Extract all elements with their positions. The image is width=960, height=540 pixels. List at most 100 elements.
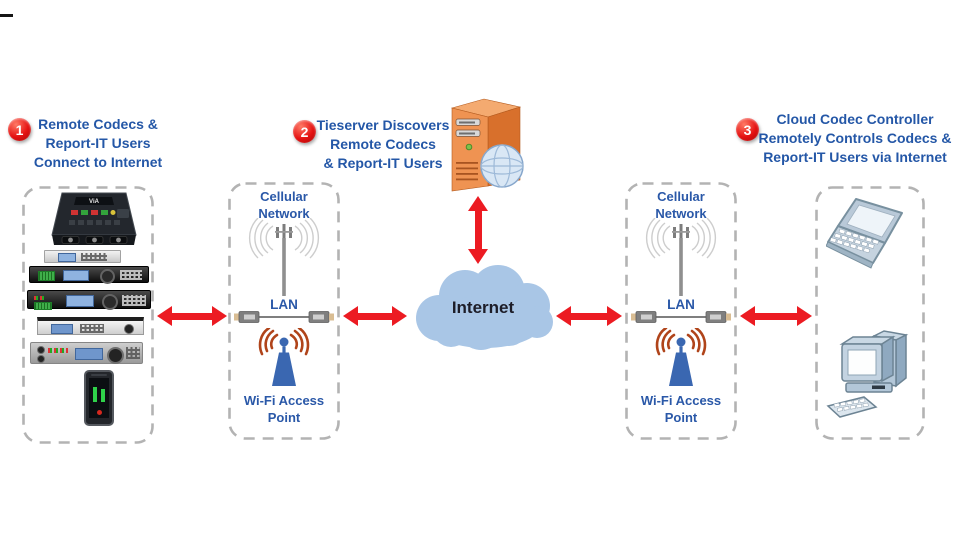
arrow-shaft [358, 312, 392, 320]
device-keypad [120, 270, 142, 280]
remote-codecs-box [22, 186, 154, 444]
arrow-head [468, 196, 488, 211]
step-1-label: Remote Codecs & Report-IT Users Connect … [28, 115, 168, 172]
device-leds [34, 296, 44, 300]
internet-cloud [416, 265, 553, 350]
device-dpad [102, 293, 118, 310]
device-leds [48, 348, 68, 353]
step-2-badge: 2 [293, 120, 316, 143]
step-3-badge: 3 [736, 118, 759, 141]
codec-rack-silver-icon [37, 317, 144, 335]
cellular-title-line: Cellular [657, 189, 705, 204]
record-button-dot [96, 410, 102, 415]
codec-rack-2u-icon [30, 342, 143, 364]
wifi-label-line: Point [664, 410, 698, 425]
dashed-border [815, 186, 925, 440]
wifi-label-right: Wi-Fi Access Point [625, 392, 737, 426]
arrow-devices-to-cellular-left [157, 306, 227, 326]
internet-label: Internet [451, 298, 515, 317]
via-device-label: ViA [89, 199, 100, 205]
dashed-border [228, 182, 340, 440]
step-3-line: Remotely Controls Codecs & [758, 130, 952, 146]
device-lcd [75, 348, 103, 360]
cell-tower-icon [645, 218, 717, 296]
corner-mark [0, 14, 13, 17]
arrow-shaft [172, 312, 212, 320]
arrow-head [343, 306, 358, 326]
cellular-title-line: Network [655, 206, 707, 221]
device-dpad [100, 268, 115, 284]
controllers-box [815, 186, 925, 440]
dashed-border [625, 182, 737, 440]
wifi-access-point-icon [655, 328, 707, 386]
step-2-line: Remote Codecs [330, 136, 436, 152]
device-lcd [63, 270, 89, 281]
arrow-internet-to-cellular-right [556, 306, 622, 326]
device-connector-block [38, 271, 55, 281]
cellular-title-line: Cellular [260, 189, 308, 204]
cellular-title-left: Cellular Network [228, 188, 340, 222]
step-3-line: Report-IT Users via Internet [763, 149, 947, 165]
wifi-label-line: Wi-Fi Access [243, 393, 325, 408]
meter-bar [93, 387, 97, 402]
device-lcd [66, 295, 94, 307]
wifi-access-point-icon [258, 328, 310, 386]
device-lcd [51, 323, 73, 334]
device-keypad [126, 347, 140, 359]
device-lcd [58, 253, 76, 262]
device-knob [37, 355, 45, 363]
step-2-line: Tieserver Discovers [316, 117, 450, 133]
step-1-badge: 1 [8, 118, 31, 141]
ethernet-cable-icon [631, 311, 731, 323]
arrow-head [740, 306, 755, 326]
cellular-box-left [228, 182, 340, 440]
codec-rack-1u-icon [29, 266, 149, 284]
step-3-line: Cloud Codec Controller [776, 111, 934, 127]
step-2-label: Tieserver Discovers Remote Codecs & Repo… [314, 116, 452, 173]
cell-tower-icon [248, 218, 320, 296]
server-tower-icon [450, 98, 524, 192]
arrow-shaft [474, 211, 482, 249]
arrow-server-to-internet [467, 196, 489, 264]
ethernet-cable-icon [234, 311, 334, 323]
device-knob [124, 323, 134, 334]
device-keypad [81, 253, 107, 261]
arrow-head [468, 249, 488, 264]
step-2-line: & Report-IT Users [323, 155, 443, 171]
step-1-line: Remote Codecs & [38, 116, 158, 132]
codec-rack-1u-icon [27, 290, 151, 310]
meter-bar [101, 389, 105, 402]
codec-rack-small-icon [44, 250, 121, 263]
arrow-head [607, 306, 622, 326]
device-big-knob [107, 346, 124, 364]
device-knob [37, 346, 45, 354]
device-keypad [80, 323, 104, 333]
lan-label-left: LAN [270, 297, 298, 312]
arrow-shaft [571, 312, 607, 320]
device-connector-block [34, 302, 52, 310]
arrow-cellular-left-to-internet [343, 306, 407, 326]
cellular-title-right: Cellular Network [625, 188, 737, 222]
arrow-head [392, 306, 407, 326]
desktop-computer-icon [826, 330, 909, 418]
step-1-line: Report-IT Users [45, 135, 151, 151]
arrow-shaft [755, 312, 797, 320]
cellular-box-right [625, 182, 737, 440]
laptop-icon [826, 198, 903, 269]
arrow-head [797, 306, 812, 326]
via-portable-codec-icon: ViA [51, 192, 137, 245]
dashed-border [22, 186, 154, 444]
arrow-head [212, 306, 227, 326]
step-1-line: Connect to Internet [33, 154, 163, 170]
lan-label-right: LAN [667, 297, 695, 312]
arrow-head [556, 306, 571, 326]
wifi-label-line: Point [267, 410, 301, 425]
device-keypad [122, 294, 146, 306]
arrow-head [157, 306, 172, 326]
phone-speaker [91, 373, 107, 376]
step-3-label: Cloud Codec Controller Remotely Controls… [752, 110, 958, 167]
arrow-cellular-right-to-controllers [740, 306, 812, 326]
wifi-label-line: Wi-Fi Access [640, 393, 722, 408]
wifi-label-left: Wi-Fi Access Point [228, 392, 340, 426]
